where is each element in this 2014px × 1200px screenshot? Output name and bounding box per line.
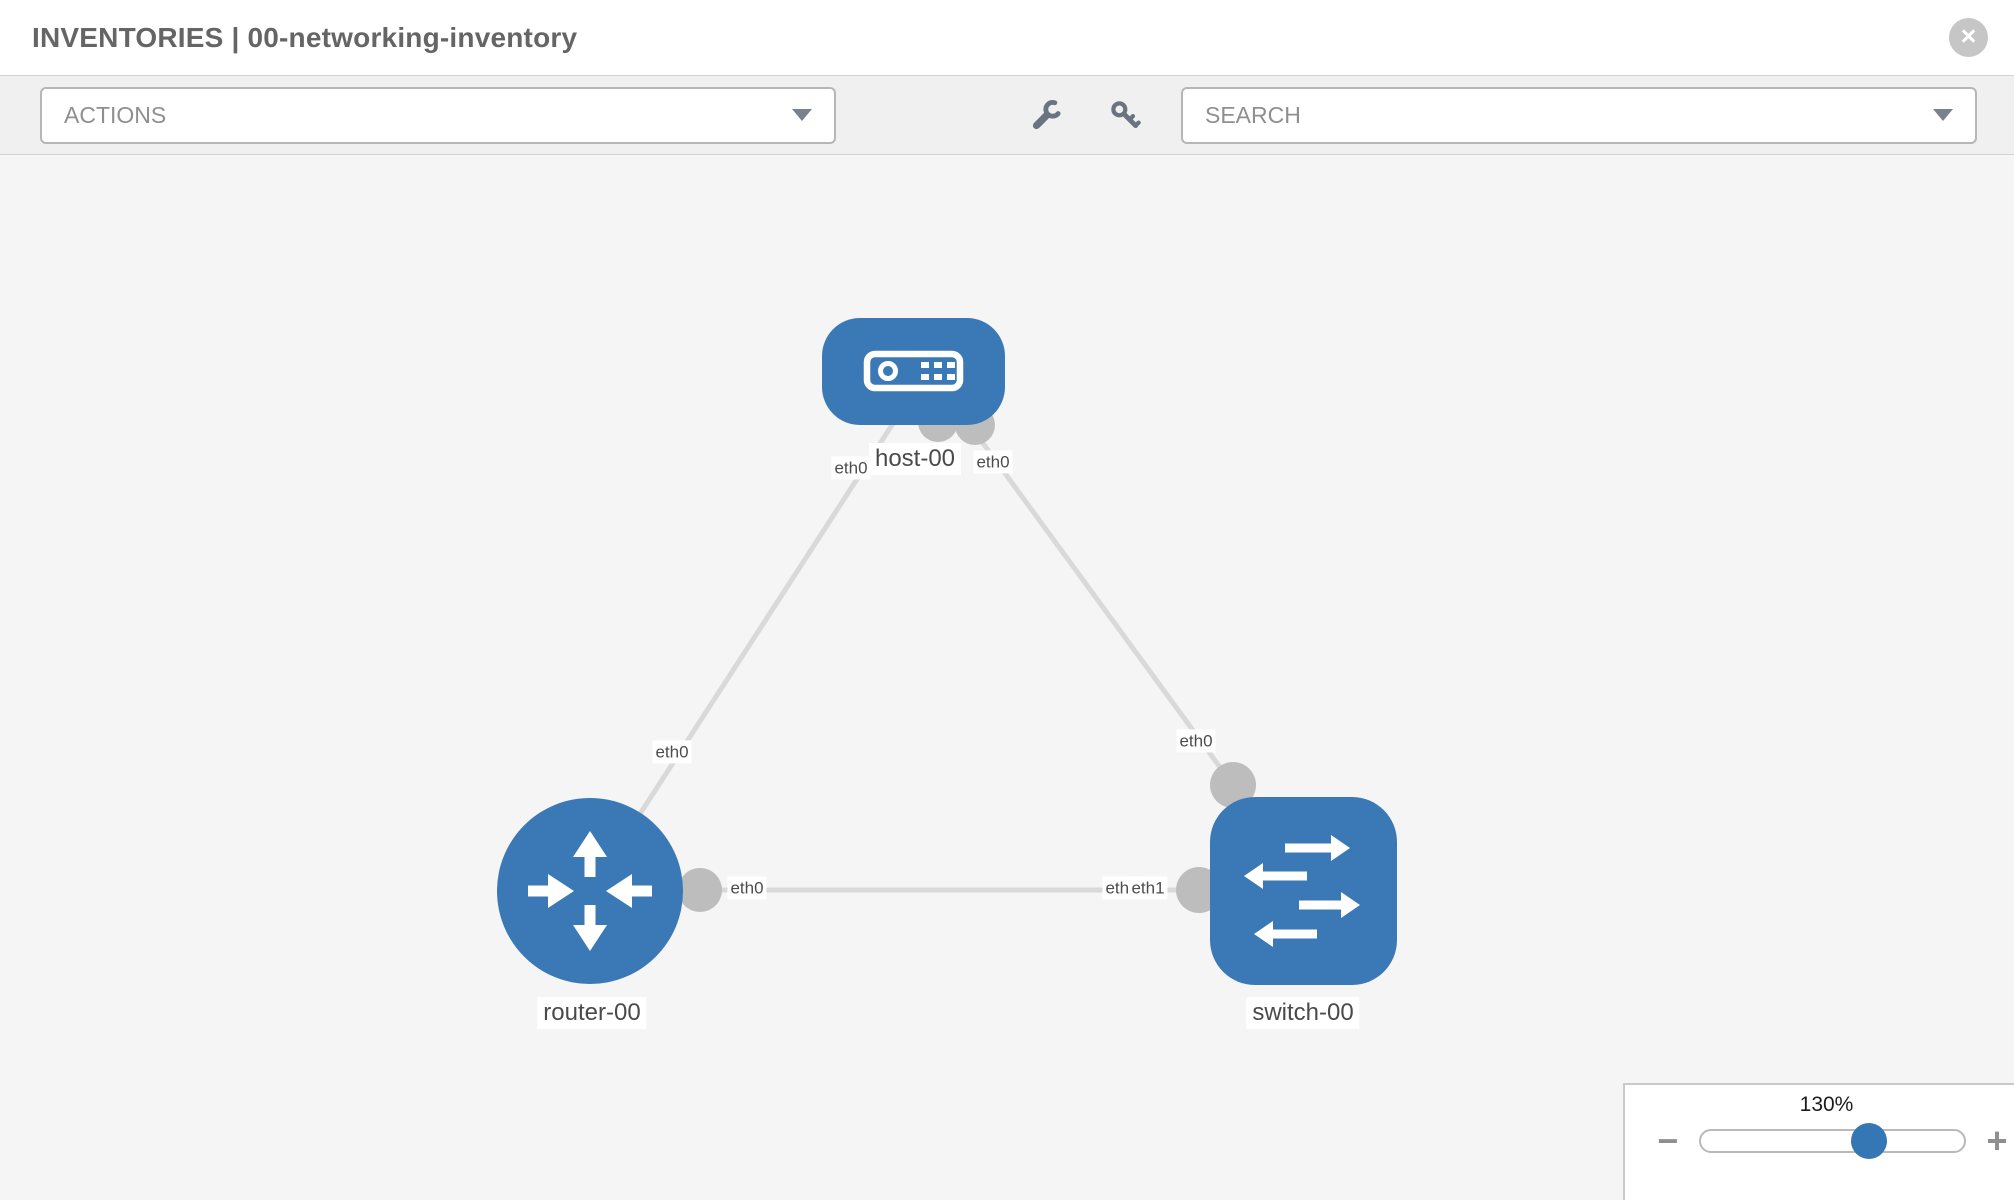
zoom-in-button[interactable]: + <box>1980 1123 2014 1159</box>
chevron-down-icon <box>1933 109 1953 121</box>
zoom-level-value: 130% <box>1799 1093 1854 1116</box>
wrench-icon[interactable] <box>1027 95 1067 135</box>
key-icon[interactable] <box>1105 95 1145 135</box>
node-switch-00[interactable] <box>1210 797 1397 985</box>
toolbar: ACTIONS <box>0 75 2014 155</box>
interface-label-switch-eth0: eth0 <box>1176 729 1216 753</box>
interface-dot-switch-eth0 <box>1210 762 1256 808</box>
interface-label-router-eth0-uplink: eth0 <box>652 740 692 764</box>
search-input[interactable] <box>1205 88 1905 142</box>
close-icon: × <box>1960 20 1977 51</box>
actions-dropdown-label: ACTIONS <box>64 101 167 128</box>
zoom-slider-track[interactable] <box>1698 1123 1967 1159</box>
chevron-down-icon <box>792 109 812 121</box>
interface-label-host-eth0-left: eth0 <box>831 456 871 480</box>
topology-svg <box>497 318 1397 985</box>
router-icon <box>528 831 652 951</box>
node-host-00[interactable] <box>822 318 1005 425</box>
node-router-00[interactable] <box>497 798 683 984</box>
interface-label-host-eth0-right: eth0 <box>973 450 1013 474</box>
interface-label-switch-eth1: eth1 <box>1128 876 1168 900</box>
toolbar-icons <box>1027 95 1145 135</box>
close-button[interactable]: × <box>1949 18 1988 57</box>
interface-dot-router-eth0 <box>678 868 722 912</box>
node-label-router-00: router-00 <box>537 997 647 1029</box>
host-icon <box>863 350 964 392</box>
header: INVENTORIES | 00-networking-inventory × <box>0 0 2014 75</box>
search-dropdown[interactable] <box>1181 86 1977 144</box>
topology-canvas[interactable]: host-00 router-00 switch-00 eth0 eth0 et… <box>0 155 2014 1200</box>
zoom-slider-row: − + <box>1625 1123 2014 1159</box>
zoom-slider-knob[interactable] <box>1851 1123 1888 1159</box>
interface-label-router-eth0: eth0 <box>727 876 767 900</box>
wrench-icon-svg <box>1032 99 1063 130</box>
zoom-control-panel: 130% − + <box>1623 1083 2014 1200</box>
actions-dropdown[interactable]: ACTIONS <box>40 86 836 144</box>
zoom-out-button[interactable]: − <box>1651 1123 1685 1159</box>
node-label-host-00: host-00 <box>868 443 962 475</box>
link-host-router[interactable] <box>587 403 908 893</box>
node-label-switch-00: switch-00 <box>1246 997 1360 1029</box>
page-title: INVENTORIES | 00-networking-inventory <box>32 21 578 53</box>
switch-icon <box>1244 835 1360 947</box>
key-icon-svg <box>1111 101 1141 129</box>
